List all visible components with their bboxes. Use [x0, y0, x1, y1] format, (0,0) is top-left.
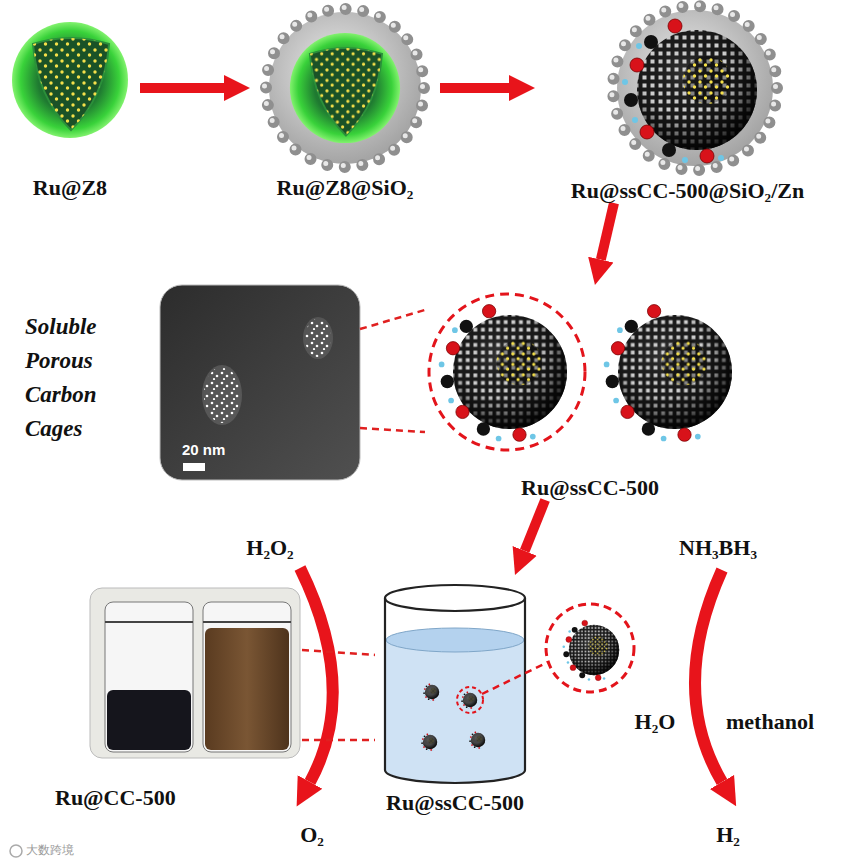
- tem-image: [160, 285, 360, 480]
- bead-highlight: [612, 5, 776, 169]
- zif8-particle: [12, 22, 128, 138]
- reaction-arrow: [300, 568, 333, 782]
- node-label: Ru@Z8: [33, 176, 107, 200]
- dispersed-cage: [423, 735, 437, 749]
- node-label: Ru@ssCC-500@SiO₂/Zn: [571, 179, 804, 203]
- solution: [386, 640, 524, 783]
- tem-image: 20 nm: [160, 285, 360, 480]
- silica-shell: [269, 12, 421, 164]
- carbon-cage: [637, 30, 757, 150]
- dispersed-cage: [471, 733, 485, 747]
- product: O₂: [300, 823, 324, 847]
- zoom-line: [360, 428, 425, 432]
- carbon-cage: [569, 625, 619, 675]
- watermark-icon: [10, 845, 22, 857]
- product: H₂: [716, 823, 740, 847]
- magnifier-circle: [546, 604, 634, 692]
- tem-frame: [160, 285, 360, 480]
- carbon-cage: [453, 315, 567, 429]
- vial-photo: [90, 588, 300, 758]
- solvent: H₂O: [635, 710, 676, 734]
- node-label: Ru@Z8@SiO₂: [277, 176, 414, 200]
- ru-dots: [204, 367, 240, 423]
- dispersed-cage: [425, 685, 439, 699]
- vial: [105, 602, 193, 752]
- zoom-line: [482, 662, 548, 694]
- particle-stage: Ru@Z8: [0, 14, 140, 200]
- solvent: methanol: [726, 710, 814, 734]
- reaction-arrow: [695, 570, 722, 782]
- process-arrow: [140, 83, 224, 93]
- watermark: 大数跨境: [26, 844, 74, 857]
- vial-rim: [203, 621, 291, 623]
- scale-bar: [183, 463, 205, 471]
- photo-frame: [90, 588, 300, 758]
- surface-groups: [421, 733, 433, 750]
- zoom-line: [360, 310, 425, 329]
- surface-groups: [604, 305, 701, 442]
- surface-groups: [563, 620, 606, 680]
- process-arrow: [525, 500, 545, 551]
- node-label: 20 nm: [182, 442, 225, 459]
- process-arrow: [601, 203, 614, 260]
- carbon-cage: [618, 315, 732, 429]
- carbonized-particle: [612, 5, 778, 171]
- vial-photo: Ru@CC-500: [50, 585, 302, 810]
- zif8-core: [290, 33, 400, 143]
- process-arrow: [440, 83, 509, 93]
- surface-groups: [469, 731, 481, 748]
- beaker-rim: [385, 585, 525, 611]
- zoom-circle: [457, 687, 483, 713]
- particle-halo: [303, 317, 333, 359]
- surface-groups: [423, 683, 435, 700]
- particle-halo: [202, 365, 242, 425]
- zoom-line: [302, 650, 375, 655]
- carbon-cage-pair: Ru@ssCC-500: [425, 285, 755, 500]
- beaker: Ru@ssCC-500: [375, 575, 535, 815]
- silica-coated-particle: [265, 8, 425, 168]
- reactant: H₂O₂: [246, 536, 293, 560]
- surface-groups: [439, 305, 536, 442]
- node-label: Ru@CC-500: [55, 786, 176, 810]
- beaker-wall: [385, 598, 525, 783]
- black-dispersion: [107, 690, 191, 750]
- reactant: NH₃BH₃: [679, 536, 757, 560]
- solution-surface: [386, 628, 524, 652]
- ru-dots: [305, 319, 331, 357]
- silica-beads: [266, 9, 424, 167]
- beaker: [385, 585, 634, 783]
- dispersed-cage: [463, 693, 477, 707]
- zoom-circle: [429, 294, 585, 450]
- particle-stage: Ru@Z8@SiO₂: [250, 5, 440, 200]
- vial: [203, 602, 291, 752]
- zoom-line: [302, 739, 375, 742]
- node-label: Ru@ssCC-500: [521, 476, 659, 500]
- vial-rim: [105, 621, 193, 623]
- node-label: Ru@ssCC-500: [386, 791, 524, 815]
- soluble-carbon-cages: [429, 294, 732, 450]
- particle-stage: Ru@ssCC-500@SiO₂/Zn: [535, 3, 840, 203]
- brown-solution: [205, 628, 289, 750]
- bead-highlight: [265, 8, 423, 166]
- surface-groups: [461, 691, 473, 708]
- side-title: Soluble Porous Carbon Cages: [25, 310, 145, 446]
- silica-beads: [613, 6, 777, 170]
